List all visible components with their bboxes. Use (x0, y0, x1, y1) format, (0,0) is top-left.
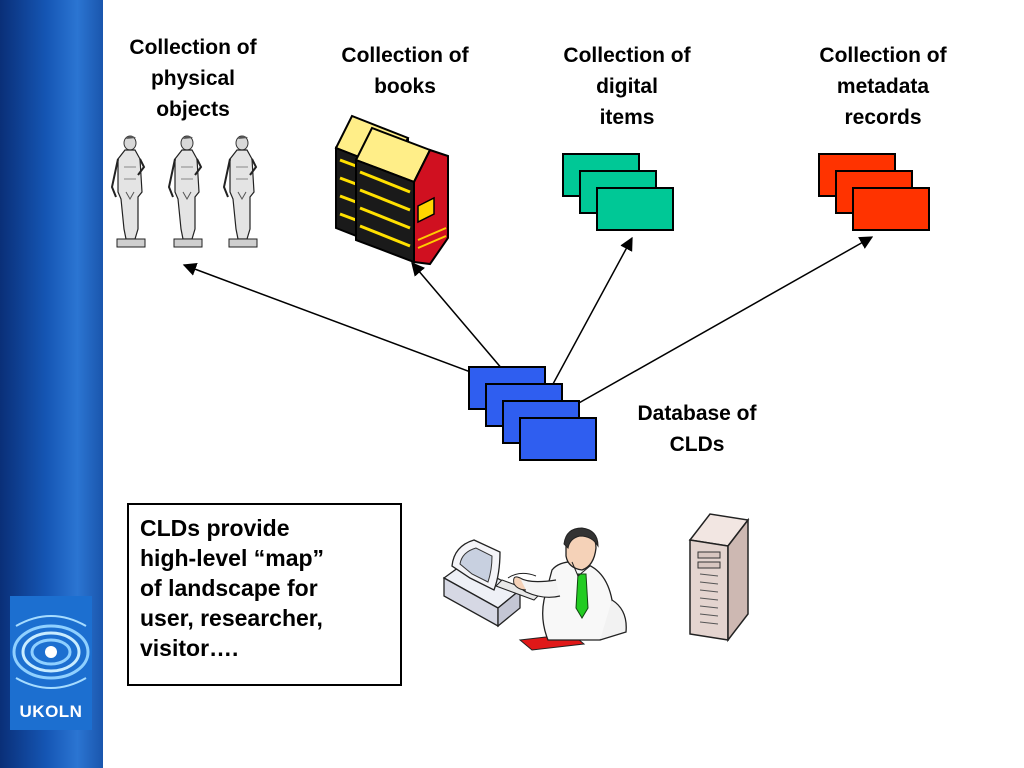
user-at-computer-icon (442, 527, 627, 651)
arrow-to-digital (539, 236, 633, 409)
label-physical-objects: Collection of physical objects (108, 32, 278, 125)
ukoln-logo: UKOLN (10, 596, 92, 730)
label-metadata-records: Collection of metadata records (798, 40, 968, 133)
arrow-to-metadata (539, 236, 874, 426)
digital-items-icon (562, 153, 674, 231)
sidebar-band: UKOLN (0, 0, 103, 768)
logo-text: UKOLN (19, 702, 83, 721)
note-box: CLDs provide high-level “map” of landsca… (127, 503, 402, 686)
label-database: Database of CLDs (612, 398, 782, 460)
label-digital-text: Collection of digital items (563, 44, 691, 129)
database-icon (468, 366, 597, 461)
label-physical-text: Collection of physical objects (129, 36, 257, 121)
server-tower-icon (688, 513, 750, 643)
statue-icon (111, 134, 258, 248)
label-database-text: Database of CLDs (637, 402, 757, 456)
arrow-to-physical (182, 262, 501, 384)
metadata-records-icon (818, 153, 930, 231)
label-books: Collection of books (320, 40, 490, 102)
books-icon (334, 114, 449, 266)
label-books-text: Collection of books (341, 44, 469, 98)
eye-logo-icon (12, 615, 90, 689)
label-digital-items: Collection of digital items (542, 40, 712, 133)
note-text: CLDs provide high-level “map” of landsca… (140, 515, 325, 661)
label-metadata-text: Collection of metadata records (819, 44, 947, 129)
